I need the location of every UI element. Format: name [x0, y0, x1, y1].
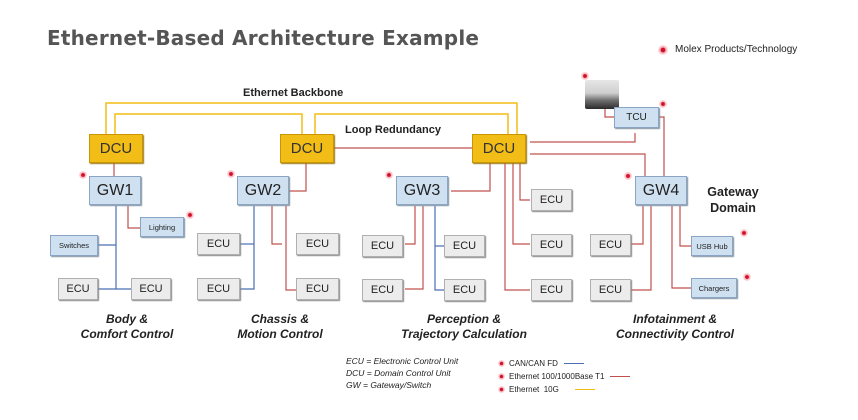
gateway-domain-line1: Gateway [707, 185, 759, 199]
ecu-infotainment-2[interactable]: ECU [590, 279, 631, 301]
backbone-dcu1-dcu2 [114, 113, 303, 134]
dcu-3[interactable]: DCU [472, 134, 526, 163]
ecu-chassis-2[interactable]: ECU [197, 278, 240, 300]
legend-label: Ethernet 10G [509, 385, 559, 394]
ecu-perception-6[interactable]: ECU [531, 234, 572, 256]
domain-line2: Trajectory Calculation [401, 327, 527, 341]
lighting-module[interactable]: Lighting [140, 217, 184, 237]
backbone-dcu2-dcu3 [314, 113, 509, 134]
abbreviation-definitions: ECU = Electronic Control Unit DCU = Doma… [346, 355, 458, 391]
molex-marker-icon [658, 44, 668, 55]
ecu-chassis-4[interactable]: ECU [296, 278, 339, 300]
legend-label: CAN/CAN FD [509, 359, 558, 368]
domain-line1: Infotainment & [633, 312, 717, 326]
definition-dcu: DCU = Domain Control Unit [346, 368, 451, 378]
antenna-image [585, 80, 619, 109]
molex-marker-usb-hub-icon [740, 229, 748, 237]
ecu-perception-3[interactable]: ECU [444, 235, 485, 257]
molex-marker-icon [498, 373, 505, 380]
ethernet-t1-lines [113, 107, 691, 291]
molex-marker-gw1-icon [79, 171, 87, 179]
domain-line1: Chassis & [250, 312, 310, 326]
molex-marker-icon [498, 386, 505, 393]
switches-module[interactable]: Switches [50, 235, 98, 256]
definition-gw: GW = Gateway/Switch [346, 380, 432, 390]
ecu-perception-4[interactable]: ECU [444, 279, 485, 301]
domain-body-comfort: Body & Comfort Control [62, 312, 192, 342]
legend-swatch-ethernet-t1 [610, 375, 631, 378]
ecu-chassis-1[interactable]: ECU [197, 233, 240, 255]
domain-chassis-motion: Chassis & Motion Control [215, 312, 345, 342]
gw3[interactable]: GW3 [396, 176, 448, 205]
molex-legend: Molex Products/Technology [658, 44, 797, 55]
legend-can: CAN/CAN FD [498, 357, 630, 370]
gateway-domain-label: Gateway Domain [698, 184, 768, 216]
legend-swatch-ethernet-10g [574, 388, 595, 391]
molex-marker-lighting-icon [186, 211, 194, 219]
ecu-perception-5[interactable]: ECU [531, 189, 572, 211]
ecu-perception-1[interactable]: ECU [362, 235, 403, 257]
legend-swatch-can [563, 362, 584, 365]
can-lines [92, 206, 444, 291]
molex-legend-label: Molex Products/Technology [675, 44, 798, 55]
domain-line1: Body & [106, 312, 148, 326]
molex-marker-tcu-icon [659, 100, 667, 108]
legend-label: Ethernet 100/1000Base T1 [509, 372, 605, 381]
domain-line2: Comfort Control [80, 327, 174, 341]
ecu-perception-2[interactable]: ECU [362, 279, 403, 301]
molex-marker-chargers-icon [743, 273, 751, 281]
domain-perception-trajectory: Perception & Trajectory Calculation [389, 312, 539, 342]
ecu-perception-7[interactable]: ECU [531, 279, 572, 301]
molex-marker-antenna-icon [581, 72, 589, 80]
tcu[interactable]: TCU [614, 107, 659, 128]
gw1[interactable]: GW1 [89, 176, 141, 205]
ecu-infotainment-1[interactable]: ECU [590, 234, 631, 256]
backbone-dcu1-dcu3 [105, 102, 518, 134]
gateway-domain-line2: Domain [710, 201, 756, 215]
domain-infotainment-connectivity: Infotainment & Connectivity Control [600, 312, 750, 342]
usb-hub-module[interactable]: USB Hub [691, 236, 733, 256]
line-type-legend: CAN/CAN FD Ethernet 100/1000Base T1 Ethe… [498, 357, 631, 396]
molex-marker-gw2-icon [227, 170, 235, 178]
ecu-chassis-3[interactable]: ECU [296, 233, 339, 255]
domain-line2: Connectivity Control [615, 327, 734, 341]
chargers-module[interactable]: Chargers [691, 278, 737, 298]
loop-redundancy-label: Loop Redundancy [345, 124, 441, 136]
ecu-body-1[interactable]: ECU [58, 278, 98, 300]
legend-ethernet-t1: Ethernet 100/1000Base T1 [498, 370, 631, 383]
molex-marker-icon [498, 360, 505, 367]
definition-ecu: ECU = Electronic Control Unit [346, 356, 459, 366]
domain-line2: Motion Control [237, 327, 323, 341]
dcu-1[interactable]: DCU [89, 134, 143, 163]
backbone-label: Ethernet Backbone [243, 87, 344, 99]
page-title: Ethernet-Based Architecture Example [47, 26, 480, 50]
molex-marker-gw3-icon [385, 171, 393, 179]
domain-line1: Perception & [426, 312, 501, 326]
gw4[interactable]: GW4 [635, 176, 687, 205]
dcu-2[interactable]: DCU [280, 134, 334, 163]
legend-ethernet-10g: Ethernet 10G [498, 383, 630, 396]
molex-marker-gw4-icon [624, 172, 632, 180]
ecu-body-2[interactable]: ECU [131, 278, 171, 300]
gw2[interactable]: GW2 [237, 176, 289, 205]
